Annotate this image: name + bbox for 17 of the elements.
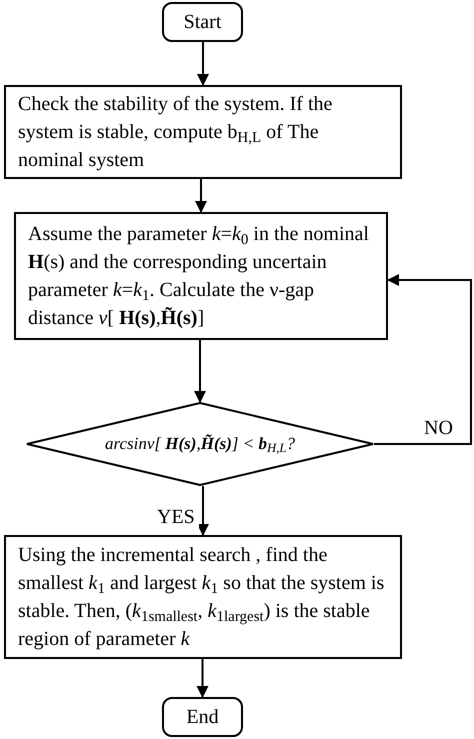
step-text: Using the incremental search , find the smallest k$_{1}$ and largest k$_{1}$ so that the system is stable. Then, (k$_{1smallest}$, k$_{1largest}$) is the stable region of parameter k	[18, 543, 386, 652]
step-text: Check the stability of the system. If the system is stable, compute b$_{H,L}$ of The nominal system	[18, 92, 334, 173]
arrow	[374, 274, 472, 445]
arrow	[197, 42, 209, 86]
arrow	[195, 179, 207, 213]
arrow	[196, 659, 208, 698]
terminal-label: Start	[184, 10, 222, 34]
step-text: Assume the parameter k=k$_{0}$ in the nominal H(s) and the corresponding uncertain parameter k=k$_{1}$. Calculate the ν-gap distance ν[ H(s),H̃(s)]	[28, 222, 370, 331]
arrow	[197, 486, 209, 536]
process-box	[14, 212, 388, 340]
start-terminal	[162, 2, 243, 42]
process-box	[4, 85, 402, 179]
arrow	[194, 340, 206, 403]
process-box	[4, 535, 402, 659]
end-terminal	[162, 697, 243, 737]
condition-text: arcsinν[ H(s),H̃(s)] < b$_{H,L}$?	[105, 433, 295, 455]
terminal-label: End	[186, 705, 219, 729]
